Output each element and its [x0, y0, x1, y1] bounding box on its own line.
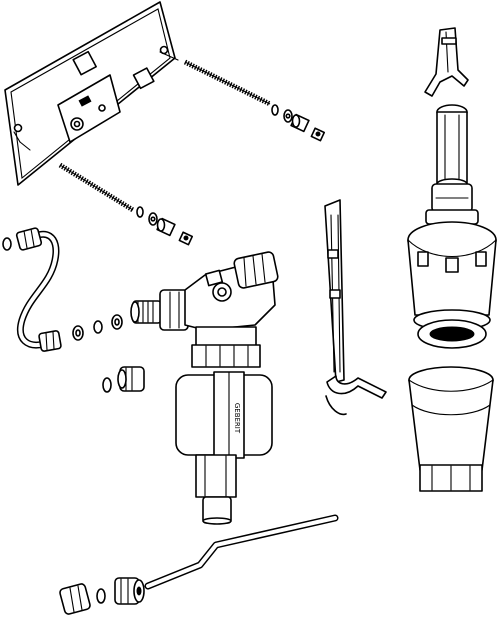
float-lever	[324, 199, 387, 416]
overflow-clip	[424, 27, 469, 97]
supply-tube	[144, 514, 339, 590]
threaded-rod-upper	[183, 59, 272, 107]
compression-fitting	[59, 577, 145, 615]
bell-housing	[408, 366, 494, 492]
float-brand-label: GEBERIT	[233, 403, 241, 434]
upper-fasteners	[271, 104, 326, 142]
mounting-plate	[4, 1, 179, 186]
threaded-rod-lower	[58, 162, 135, 213]
lower-fasteners	[136, 206, 194, 246]
fill-valve: GEBERIT	[130, 251, 279, 525]
union-nut	[117, 366, 145, 392]
connection-pipe	[2, 227, 62, 352]
gaskets	[72, 314, 123, 393]
flush-valve	[407, 104, 497, 349]
